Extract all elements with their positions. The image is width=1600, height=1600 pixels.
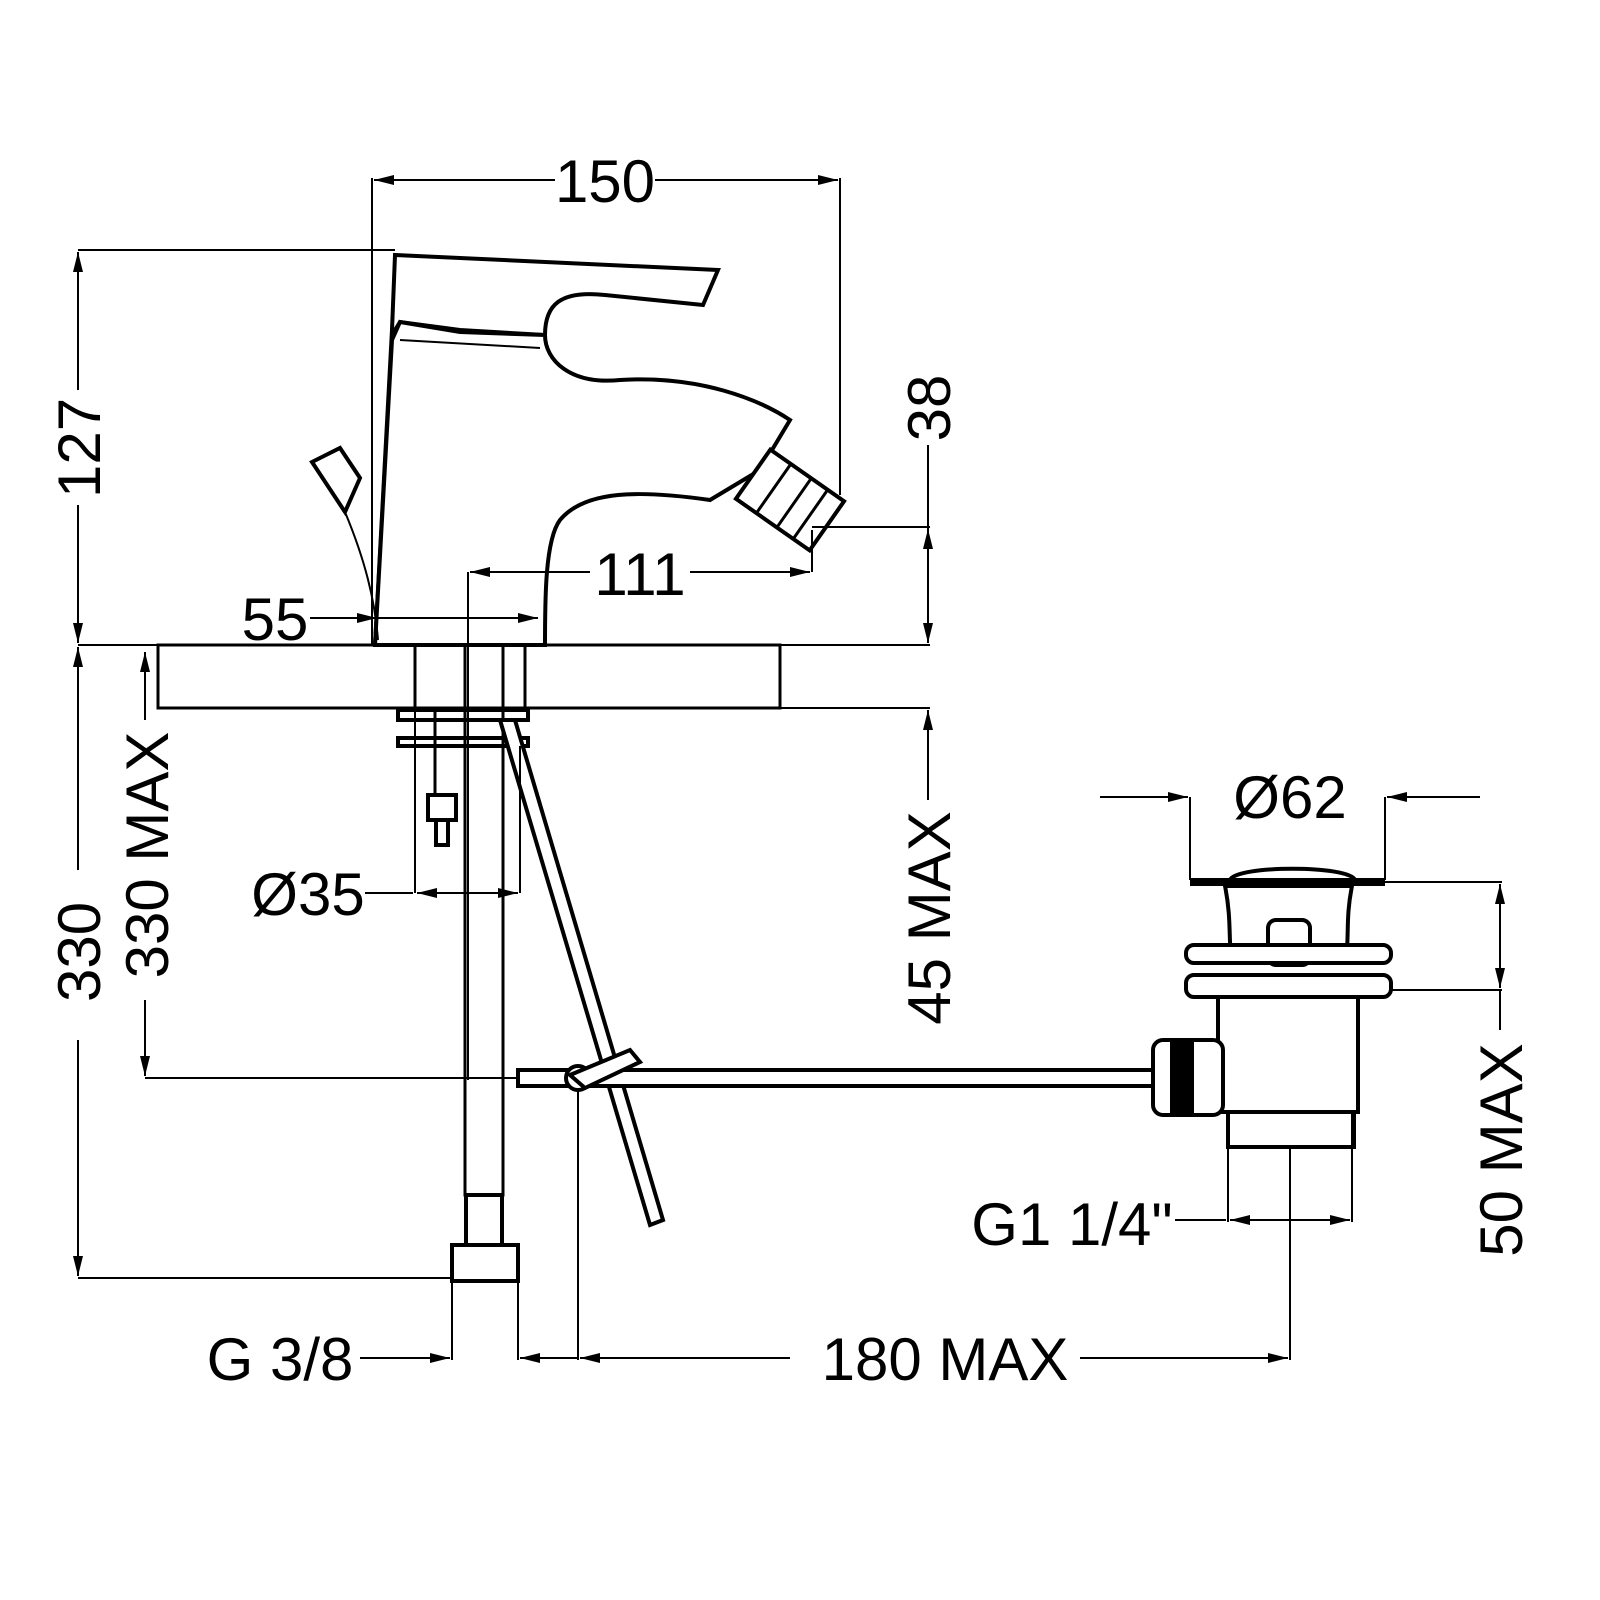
dim-label-38: 38 [896,375,963,442]
dim-label-330-max: 330 MAX [114,732,181,979]
dim-label-diameter-62: Ø62 [1233,764,1346,831]
dim-label-50-max: 50 MAX [1468,1043,1535,1256]
faucet-body [309,252,847,647]
pop-up-rod [497,718,1160,1228]
dim-label-111: 111 [594,541,685,608]
dim-label-55: 55 [242,586,309,653]
dim-label-180-max: 180 MAX [822,1326,1069,1393]
dim-label-45-max: 45 MAX [896,811,963,1024]
aerator-nozzle [733,446,847,554]
dim-label-g-3-8: G 3/8 [207,1326,354,1393]
dim-label-diameter-35: Ø35 [251,861,364,928]
supply-hose [396,643,530,1283]
dim-label-330: 330 [46,902,113,1002]
dim-label-g1-1-4: G1 1/4" [971,1191,1172,1258]
dim-label-150: 150 [555,148,655,215]
dimension-lines [73,175,1505,1363]
pop-up-waste [1151,866,1393,1149]
dim-label-127: 127 [46,398,113,498]
